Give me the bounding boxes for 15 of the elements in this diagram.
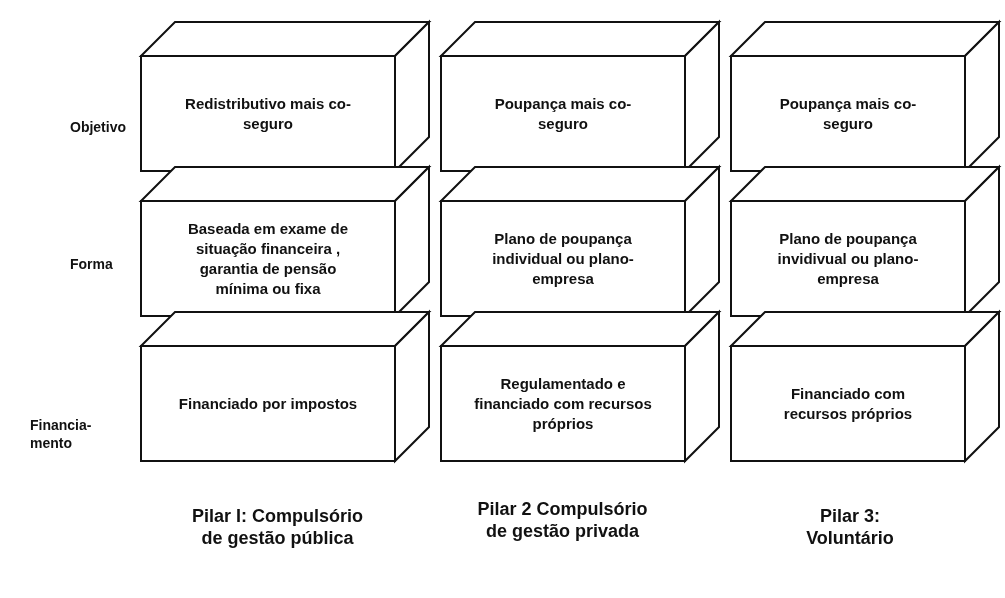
cell-text: Plano de poupança individual ou plano-empresa bbox=[491, 228, 635, 289]
row-label: Objetivo bbox=[70, 118, 127, 136]
pillar-caption: Pilar 2 Compulsório de gestão privada bbox=[476, 498, 649, 542]
pillar-caption: Pilar 3: Voluntário bbox=[805, 505, 895, 549]
cell-text: Regulamentado e financiado com recursos próprios bbox=[473, 373, 653, 434]
pillar-caption: Pilar I: Compulsório de gestão pública bbox=[191, 505, 364, 549]
cell-text: Poupança mais co-seguro bbox=[493, 93, 633, 134]
cell-text: Financiado por impostos bbox=[178, 393, 358, 414]
cell-text: Redistributivo mais co-seguro bbox=[184, 93, 352, 134]
row-label: Financia- mento bbox=[30, 416, 93, 452]
cell-text: Financiado com recursos próprios bbox=[782, 383, 914, 424]
cell-text: Plano de poupança invidivual ou plano-empresa bbox=[776, 228, 920, 289]
cell-text: Poupança mais co-seguro bbox=[778, 93, 918, 134]
cell-text: Baseada em exame de situação financeira , garantia de pensão mínima ou fixa bbox=[186, 218, 350, 299]
row-label: Forma bbox=[70, 255, 114, 273]
